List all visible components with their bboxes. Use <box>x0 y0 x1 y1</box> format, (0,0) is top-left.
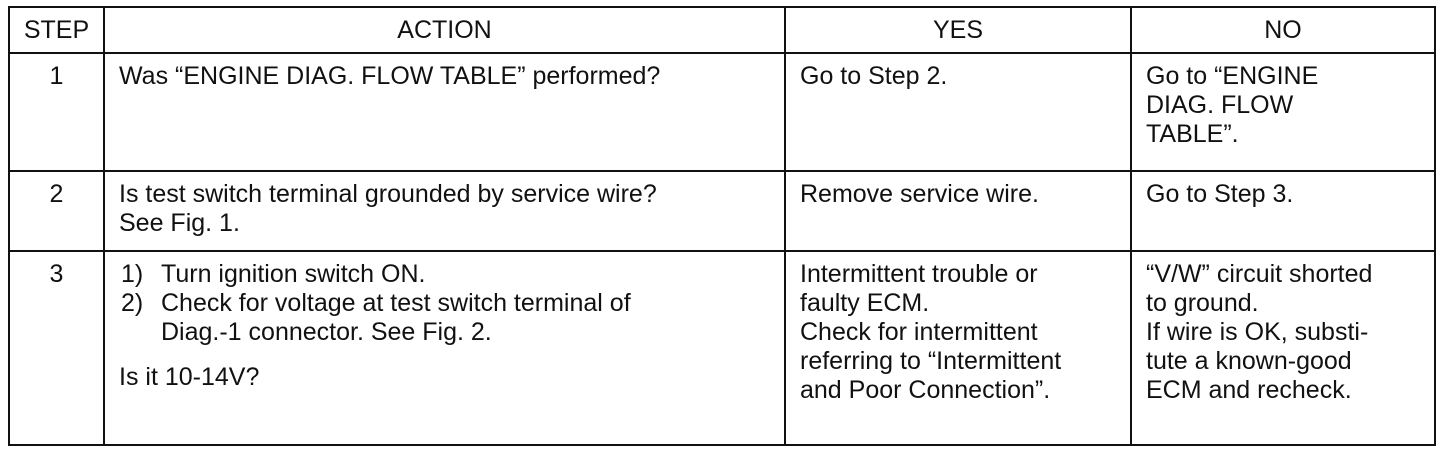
no-text-line: ECM and recheck. <box>1146 376 1352 404</box>
no-text-line: DIAG. FLOW <box>1146 91 1294 119</box>
step-number: 3 <box>8 250 105 446</box>
action-list-item: 1) Turn ignition switch ON. <box>119 260 770 289</box>
yes-text-line: Check for intermittent <box>800 318 1038 346</box>
header-row: STEP ACTION YES NO <box>8 6 1436 54</box>
table-row: 1 Was “ENGINE DIAG. FLOW TABLE” performe… <box>8 52 1436 172</box>
no-text-line: “V/W” circuit shorted <box>1146 260 1373 288</box>
no-text: Go to Step 3. <box>1146 180 1294 208</box>
yes-cell: Remove service wire. <box>784 170 1132 252</box>
header-yes: YES <box>784 6 1132 54</box>
item-text-line: Diag.-1 connector. See Fig. 2. <box>161 318 492 346</box>
table-row: 2 Is test switch terminal grounded by se… <box>8 170 1436 252</box>
action-text-line: Is test switch terminal grounded by serv… <box>119 180 657 208</box>
yes-text-line: referring to “Intermittent <box>800 347 1062 375</box>
action-cell: Is test switch terminal grounded by serv… <box>103 170 786 252</box>
item-number: 1) <box>121 260 144 288</box>
step-number: 1 <box>8 52 105 172</box>
no-text-line: Go to “ENGINE <box>1146 62 1319 90</box>
no-text-line: TABLE”. <box>1146 120 1239 148</box>
header-no: NO <box>1130 6 1436 54</box>
table-row: 3 1) Turn ignition switch ON. 2) Check f… <box>8 250 1436 446</box>
action-text: Was “ENGINE DIAG. FLOW TABLE” performed? <box>119 62 661 90</box>
no-cell: “V/W” circuit shorted to ground. If wire… <box>1130 250 1436 446</box>
no-cell: Go to Step 3. <box>1130 170 1436 252</box>
no-cell: Go to “ENGINE DIAG. FLOW TABLE”. <box>1130 52 1436 172</box>
yes-text-line: Intermittent trouble or <box>800 260 1038 288</box>
yes-text-line: and Poor Connection”. <box>800 376 1051 404</box>
no-text-line: If wire is OK, substi- <box>1146 318 1369 346</box>
no-text-line: to ground. <box>1146 289 1259 317</box>
item-number: 2) <box>121 289 144 317</box>
yes-cell: Go to Step 2. <box>784 52 1132 172</box>
header-step: STEP <box>8 6 105 54</box>
diagnostic-table: STEP ACTION YES NO 1 Was “ENGINE DIAG. F… <box>8 6 1436 446</box>
yes-text: Go to Step 2. <box>800 62 948 90</box>
step-number: 2 <box>8 170 105 252</box>
action-question: Is it 10-14V? <box>119 363 260 391</box>
item-text-line: Turn ignition switch ON. <box>161 260 426 288</box>
action-cell: Was “ENGINE DIAG. FLOW TABLE” performed? <box>103 52 786 172</box>
yes-text-line: faulty ECM. <box>800 289 930 317</box>
action-text-line: See Fig. 1. <box>119 209 240 237</box>
yes-cell: Intermittent trouble or faulty ECM. Chec… <box>784 250 1132 446</box>
header-action: ACTION <box>103 6 786 54</box>
no-text-line: tute a known-good <box>1146 347 1352 375</box>
item-text-line: Check for voltage at test switch termina… <box>161 289 631 317</box>
action-cell: 1) Turn ignition switch ON. 2) Check for… <box>103 250 786 446</box>
action-list-item: 2) Check for voltage at test switch term… <box>119 289 770 347</box>
yes-text: Remove service wire. <box>800 180 1039 208</box>
